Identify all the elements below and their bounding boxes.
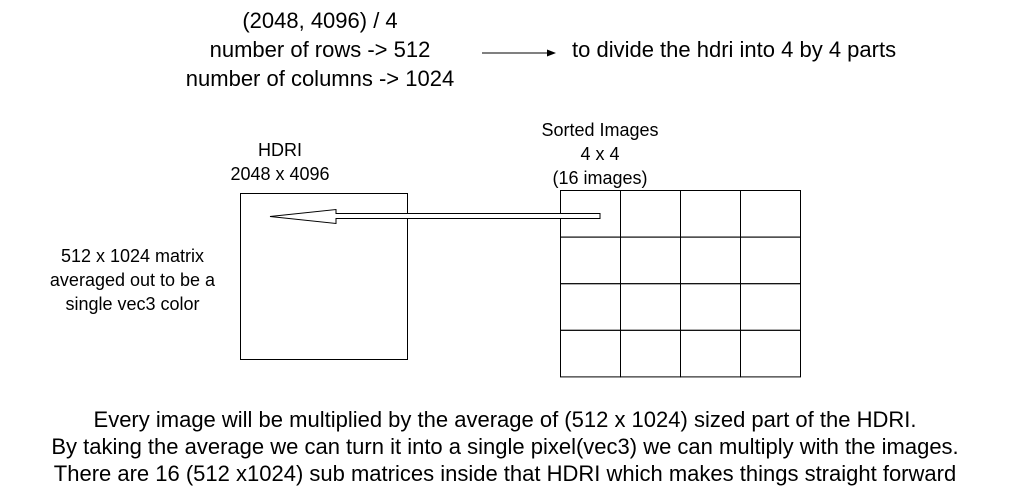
sorted-label-line-2: 4 x 4 bbox=[580, 144, 620, 164]
formula-line-3: number of columns -> 1024 bbox=[185, 66, 455, 91]
grid-cell bbox=[740, 283, 801, 331]
grid-cell bbox=[620, 329, 681, 378]
hdri-label-line-1: HDRI bbox=[258, 140, 302, 160]
footer-text: Every image will be multiplied by the av… bbox=[0, 406, 1010, 487]
grid-cell bbox=[620, 283, 681, 331]
grid-cell bbox=[740, 190, 801, 238]
footer-line-3: There are 16 (512 x1024) sub matrices in… bbox=[53, 461, 957, 486]
matrix-note-line-2: averaged out to be a bbox=[49, 270, 216, 290]
grid-cell bbox=[560, 329, 621, 378]
grid-cell bbox=[740, 236, 801, 285]
matrix-note: 512 x 1024 matrix averaged out to be a s… bbox=[30, 244, 235, 316]
hdri-box bbox=[240, 193, 408, 360]
grid-cell bbox=[560, 283, 621, 331]
hdri-label-line-2: 2048 x 4096 bbox=[230, 164, 330, 184]
formula-text: (2048, 4096) / 4 number of rows -> 512 n… bbox=[170, 6, 470, 93]
matrix-note-line-1: 512 x 1024 matrix bbox=[60, 246, 205, 266]
grid-cell bbox=[620, 236, 681, 285]
sorted-images-grid bbox=[560, 190, 801, 378]
grid-cell bbox=[740, 329, 801, 378]
sorted-label-line-3: (16 images) bbox=[552, 168, 648, 188]
footer-line-2: By taking the average we can turn it int… bbox=[51, 434, 959, 459]
formula-note: to divide the hdri into 4 by 4 parts bbox=[572, 37, 897, 62]
footer-line-1: Every image will be multiplied by the av… bbox=[93, 407, 917, 432]
grid-cell bbox=[680, 329, 741, 378]
grid-cell bbox=[680, 190, 741, 238]
grid-to-hdri-arrow bbox=[269, 208, 601, 225]
grid-cell bbox=[680, 283, 741, 331]
formula-line-1: (2048, 4096) / 4 bbox=[242, 8, 398, 33]
formula-arrow bbox=[482, 49, 556, 57]
grid-cell bbox=[680, 236, 741, 285]
matrix-note-line-3: single vec3 color bbox=[65, 294, 200, 314]
sorted-label-line-1: Sorted Images bbox=[541, 120, 659, 140]
hdri-label: HDRI 2048 x 4096 bbox=[210, 138, 350, 186]
grid-cell bbox=[620, 190, 681, 238]
formula-line-2: number of rows -> 512 bbox=[209, 37, 431, 62]
sorted-images-label: Sorted Images 4 x 4 (16 images) bbox=[520, 118, 680, 190]
grid-cell bbox=[560, 236, 621, 285]
